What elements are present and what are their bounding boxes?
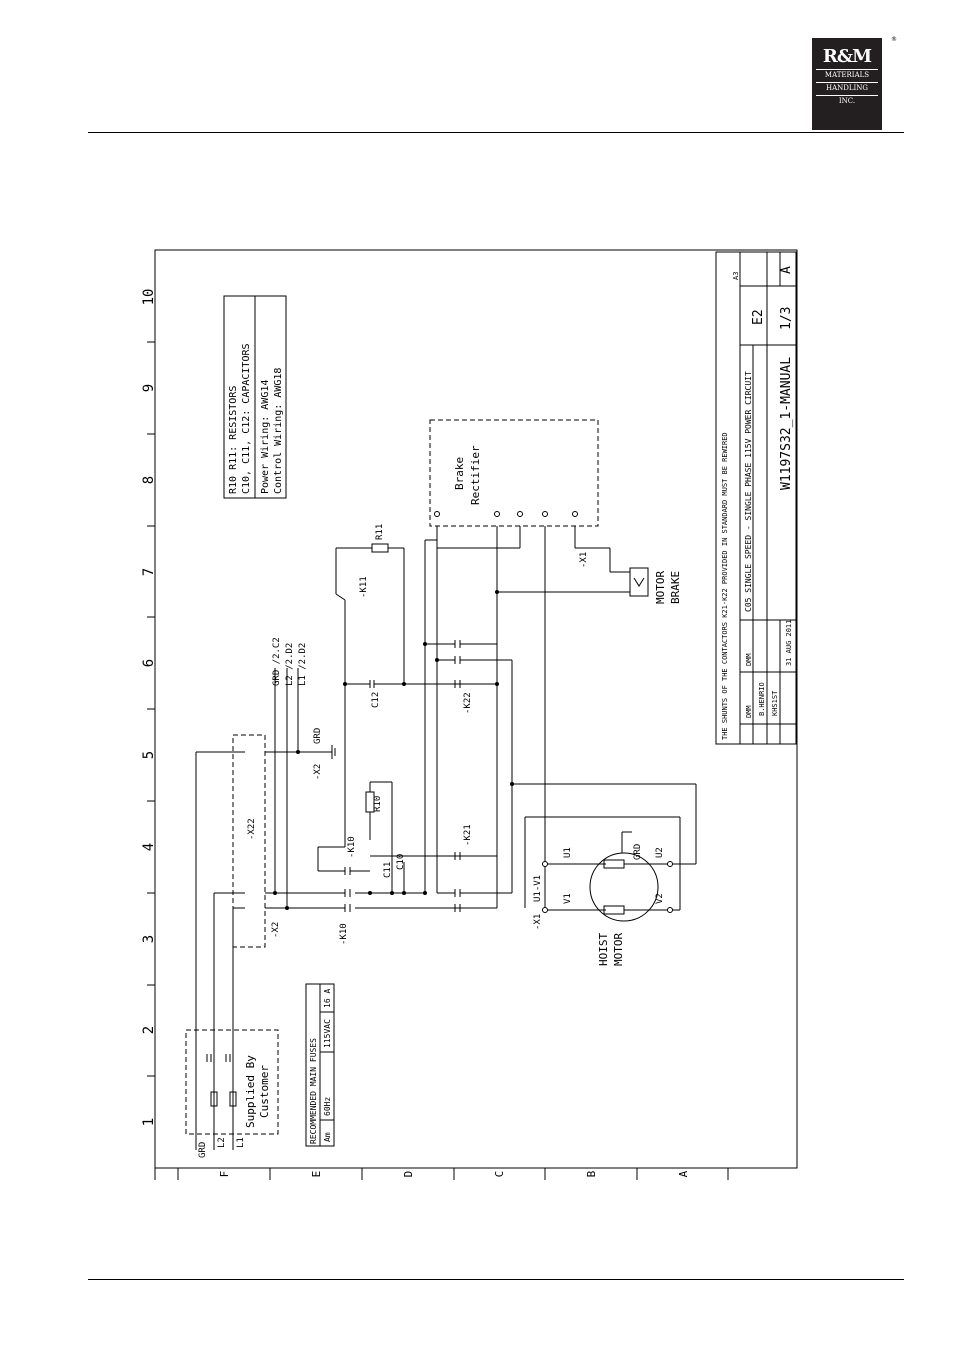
registered-mark: ®: [891, 36, 897, 43]
col-label-2: 2: [141, 1026, 157, 1034]
label-x1-brake: -X1: [579, 552, 589, 568]
label-k10-aux: -K10: [347, 836, 357, 858]
label-u1: U1: [563, 847, 573, 858]
label-u1-v1: U1-V1: [533, 875, 543, 902]
label-l1-in: L1: [236, 1137, 246, 1148]
label-k22: -K22: [463, 692, 473, 714]
logo-line3: INC.: [838, 97, 856, 105]
fuses-title: RECOMMENDED MAIN FUSES: [309, 1038, 318, 1144]
label-r11: R11: [375, 524, 385, 540]
label-k10: -K10: [339, 923, 349, 945]
label-u2: U2: [655, 847, 665, 858]
label-brake: BRAKE: [669, 571, 682, 604]
label-x2-grd: -X2: [313, 764, 323, 780]
row-label-f: F: [218, 1171, 231, 1178]
titleblock-note: THE SHUNTS OF THE CONTACTORS K21-K22 PRO…: [721, 432, 729, 740]
label-c12: C12: [371, 692, 381, 708]
note-power-wiring: Power Wiring: AWG14: [260, 380, 271, 494]
label-grd-motor: GRD: [633, 844, 643, 860]
col-label-9: 9: [141, 384, 157, 392]
titleblock-title: C05 SINGLE SPEED - SINGLE PHASE 115V POW…: [744, 371, 753, 612]
label-c10: C10: [396, 854, 406, 870]
titleblock-drawn: DMM: [745, 705, 753, 718]
label-k11: -K11: [359, 576, 369, 598]
label-x2: -X2: [271, 922, 281, 938]
titleblock-code: E2: [751, 309, 766, 325]
label-ref-d2-l1: L1 /2.D2: [298, 643, 308, 686]
label-l2-in: L2: [217, 1137, 227, 1148]
titleblock-checked: DMM: [745, 653, 753, 666]
col-label-7: 7: [141, 568, 157, 576]
label-v2: V2: [655, 893, 665, 904]
col-label-4: 4: [141, 843, 157, 851]
label-grd-in: GRD: [198, 1142, 208, 1158]
label-ref-d2: L2 /2.D2: [285, 643, 295, 686]
titleblock-drawing-number: W1197S32_1-MANUAL: [779, 357, 794, 490]
fuses-frequency: 60Hz: [323, 1097, 332, 1116]
logo-line1: MATERIALS: [824, 71, 870, 79]
label-customer: Customer: [258, 1065, 271, 1118]
titleblock-sheet: 1/3: [779, 307, 794, 330]
note-control-wiring: Control Wiring: AWG18: [273, 368, 284, 494]
col-label-1: 1: [141, 1118, 157, 1126]
col-label-3: 3: [141, 935, 157, 943]
row-label-b: B: [585, 1170, 598, 1177]
customer-box: [185, 1029, 279, 1135]
row-label-e: E: [310, 1171, 323, 1178]
row-label-d: D: [402, 1171, 415, 1178]
row-label-c: C: [493, 1171, 506, 1178]
note-capacitors: C10, C11, C12: CAPACITORS: [241, 343, 252, 494]
label-k21: -K21: [463, 824, 473, 846]
fuses-current: 16 A: [323, 989, 332, 1008]
label-hoist: HOIST: [597, 933, 610, 966]
titleblock-rev: A: [779, 266, 794, 274]
label-x22: -X22: [247, 818, 257, 840]
fuses-voltage: 115VAC: [323, 1019, 332, 1048]
header-rule: [88, 132, 904, 133]
col-label-5: 5: [141, 751, 157, 759]
title-block: [715, 251, 797, 745]
company-logo: R&M MATERIALS HANDLING INC.: [812, 38, 882, 130]
label-rectifier-brake: Brake: [453, 457, 466, 490]
label-brake-motor: MOTOR: [654, 571, 667, 604]
titleblock-date: 31 AUG 2011: [785, 620, 793, 666]
footer-rule: [88, 1279, 904, 1280]
col-label-8: 8: [141, 476, 157, 484]
col-label-6: 6: [141, 659, 157, 667]
titleblock-size: A3: [732, 272, 740, 280]
label-r10: R10: [373, 796, 383, 812]
titleblock-by: B.HENRIO: [758, 682, 766, 716]
label-x1: -X1: [533, 914, 543, 930]
fuses-type: Am: [323, 1132, 332, 1142]
brake-rectifier-box: [429, 419, 599, 527]
label-ref-c2: GRD /2.C2: [272, 637, 282, 686]
note-resistors: R10 R11: RESISTORS: [228, 386, 239, 494]
label-supplied-by: Supplied By: [244, 1055, 257, 1128]
titleblock-number: KHS1ST: [771, 690, 779, 716]
x22-box: [232, 734, 266, 948]
label-grd-x2: GRD: [313, 728, 323, 744]
row-label-a: A: [677, 1170, 690, 1177]
label-v1: V1: [563, 893, 573, 904]
label-rectifier: Rectifier: [469, 445, 482, 505]
label-hoist-motor: MOTOR: [612, 933, 625, 966]
col-label-10: 10: [141, 289, 157, 306]
logo-brand: R&M: [822, 46, 872, 67]
logo-line2: HANDLING: [825, 84, 869, 92]
label-c11: C11: [383, 862, 393, 878]
